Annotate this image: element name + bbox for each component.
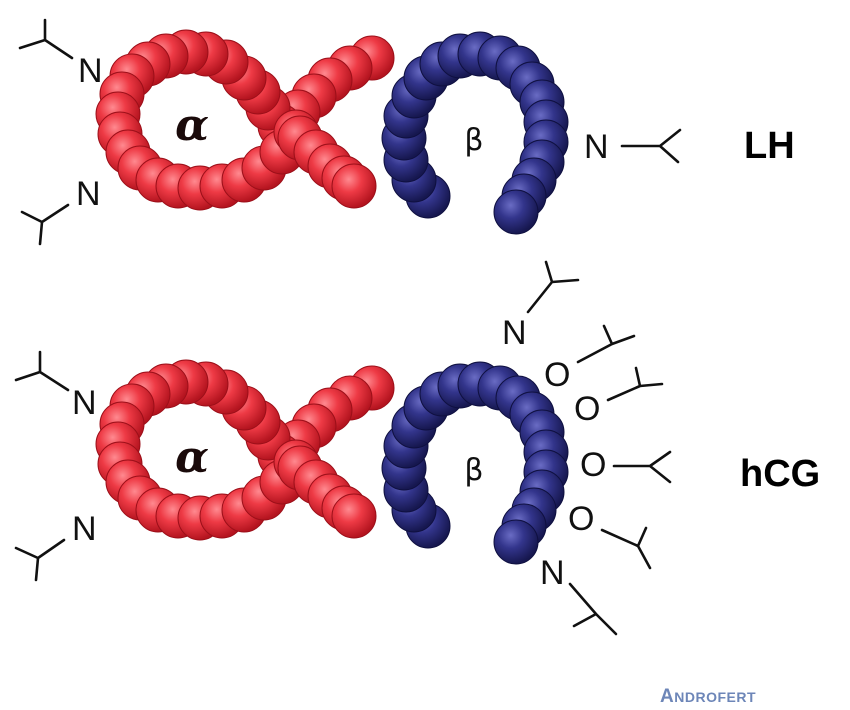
hcg-label: hCG [740,453,820,495]
svg-text:N: N [502,314,527,352]
alpha-subunit-label: α [175,100,209,151]
alpha-glycan-upper: N [14,350,97,422]
svg-text:O: O [568,500,594,538]
beta-subunit-chain [381,31,569,235]
svg-text:O: O [544,356,570,394]
alpha-bead [331,163,377,209]
alpha-glycan-upper: N [18,18,103,90]
lh-label: LH [744,125,795,167]
beta-glycan-o-2: O [574,366,664,428]
beta-bead [493,519,539,565]
alpha-subunit-label: α [175,432,209,483]
svg-text:N: N [584,128,609,166]
androfert-logo: ANDROFERT [660,686,757,707]
svg-text:O: O [580,446,606,484]
beta-glycan-o-4: O [568,500,652,570]
svg-text:N: N [78,52,103,90]
svg-text:N: N [540,554,565,592]
beta-glycan-n-top: N [502,260,580,352]
alpha-subunit-chain [95,359,395,541]
beta-glycan-right: N [584,128,682,166]
hcg-molecule: α β N N N O O O O [14,260,820,636]
alpha-glycan-lower: N [20,175,101,246]
beta-subunit-label: β [464,453,483,488]
svg-text:N: N [72,510,97,548]
alpha-subunit-chain [95,29,395,211]
beta-glycan-o-3: O [580,446,672,484]
svg-text:N: N [72,384,97,422]
svg-text:N: N [76,175,101,213]
beta-subunit-label: β [464,123,483,158]
svg-text:O: O [574,390,600,428]
alpha-glycan-lower: N [14,510,97,582]
beta-glycan-o-1: O [544,324,636,394]
alpha-bead [331,493,377,539]
beta-subunit-chain [381,361,569,565]
lh-molecule: α β N N N LH [18,18,795,246]
beta-bead [493,189,539,235]
beta-glycan-n-bottom: N [540,554,618,636]
